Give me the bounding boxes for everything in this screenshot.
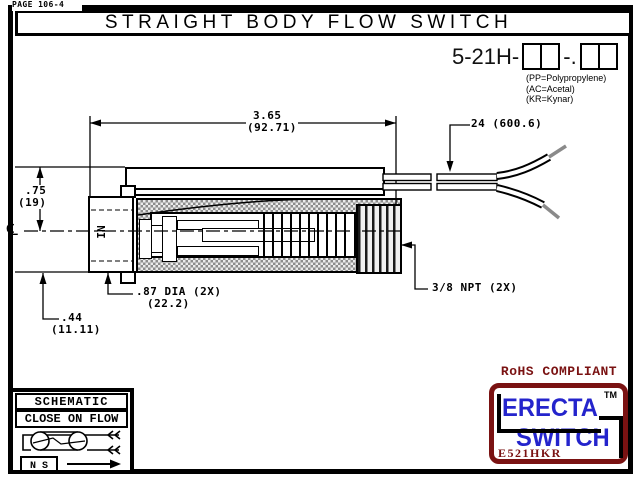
inlet-in-label: IN (95, 225, 108, 239)
switch-tube-inner-line (127, 188, 383, 190)
dim-offset: .44 (60, 311, 84, 324)
schematic-title: SCHEMATIC (15, 393, 128, 410)
setting-code-cell (600, 45, 616, 68)
logo-word-erecta: ERECTA (502, 394, 598, 422)
spring-coils (263, 213, 352, 257)
model-code: E521HKR (498, 446, 562, 460)
dim-offset-mm: (11.11) (50, 323, 102, 336)
part-number-separator: -. (563, 43, 577, 69)
legend-line: (KR=Kynar) (526, 94, 574, 104)
trademark-symbol: TM (604, 390, 617, 400)
piston-head (162, 216, 177, 262)
reed-contact-right (68, 431, 88, 451)
inlet-step-tab (120, 271, 136, 284)
logo-bracket-left (497, 394, 501, 433)
material-code-cell (542, 45, 558, 68)
logo-word-switch: SWITCH (516, 424, 610, 452)
setting-code-boxes (579, 43, 618, 70)
part-number-row: 5-21H- -. (452, 42, 618, 71)
inlet-fitting (88, 196, 134, 273)
dim-height-mm: (19) (17, 196, 48, 209)
page-number-label: PAGE 106-4 (12, 0, 82, 11)
schematic-subtitle: CLOSE ON FLOW (15, 410, 128, 428)
material-legend: (PP=Polypropylene) (AC=Acetal) (KR=Kynar… (526, 73, 606, 105)
part-number-prefix: 5-21H- (452, 43, 520, 69)
dim-body-length-mm: (92.71) (246, 121, 298, 134)
logo-bracket-left (497, 429, 601, 433)
dim-lead-length: 24 (600.6) (471, 117, 543, 130)
material-code-cell (524, 45, 543, 68)
dim-body-length: 3.65 (252, 109, 283, 122)
piston-stem (177, 246, 259, 256)
inlet-step-tab (120, 185, 136, 198)
schematic-panel: SCHEMATIC CLOSE ON FLOW N S (9, 388, 134, 474)
page-border-frame (8, 5, 633, 474)
logo-bracket-right (599, 416, 623, 420)
setting-code-cell (582, 45, 600, 68)
legend-line: (PP=Polypropylene) (526, 73, 607, 83)
rohs-compliant-label: RoHS COMPLIANT (500, 364, 618, 379)
dim-thread: 3/8 NPT (2X) (431, 281, 519, 294)
title-bar: STRAIGHT BODY FLOW SWITCH (15, 10, 632, 36)
dim-diameter-mm: (22.2) (146, 297, 191, 310)
dim-diameter: .87 DIA (2X) (135, 285, 223, 298)
material-code-boxes (522, 43, 561, 70)
npt-thread-section (356, 204, 402, 274)
magnet-box (20, 456, 58, 472)
magnet-label: N S (30, 461, 48, 472)
reed-capsule (40, 431, 78, 451)
switch-tube (125, 167, 385, 196)
reed-switch-schematic: N S (20, 430, 121, 472)
reed-blade (32, 437, 86, 445)
legend-line: (AC=Acetal) (526, 83, 575, 94)
page-title: STRAIGHT BODY FLOW SWITCH (104, 12, 513, 33)
flow-arrow-head (110, 459, 121, 469)
erecta-switch-logo: TM ERECTA SWITCH E521HKR (489, 383, 628, 464)
centerline-symbol: ℄ (7, 220, 18, 240)
dim-height: .75 (24, 184, 48, 197)
logo-bracket-right (619, 416, 623, 458)
